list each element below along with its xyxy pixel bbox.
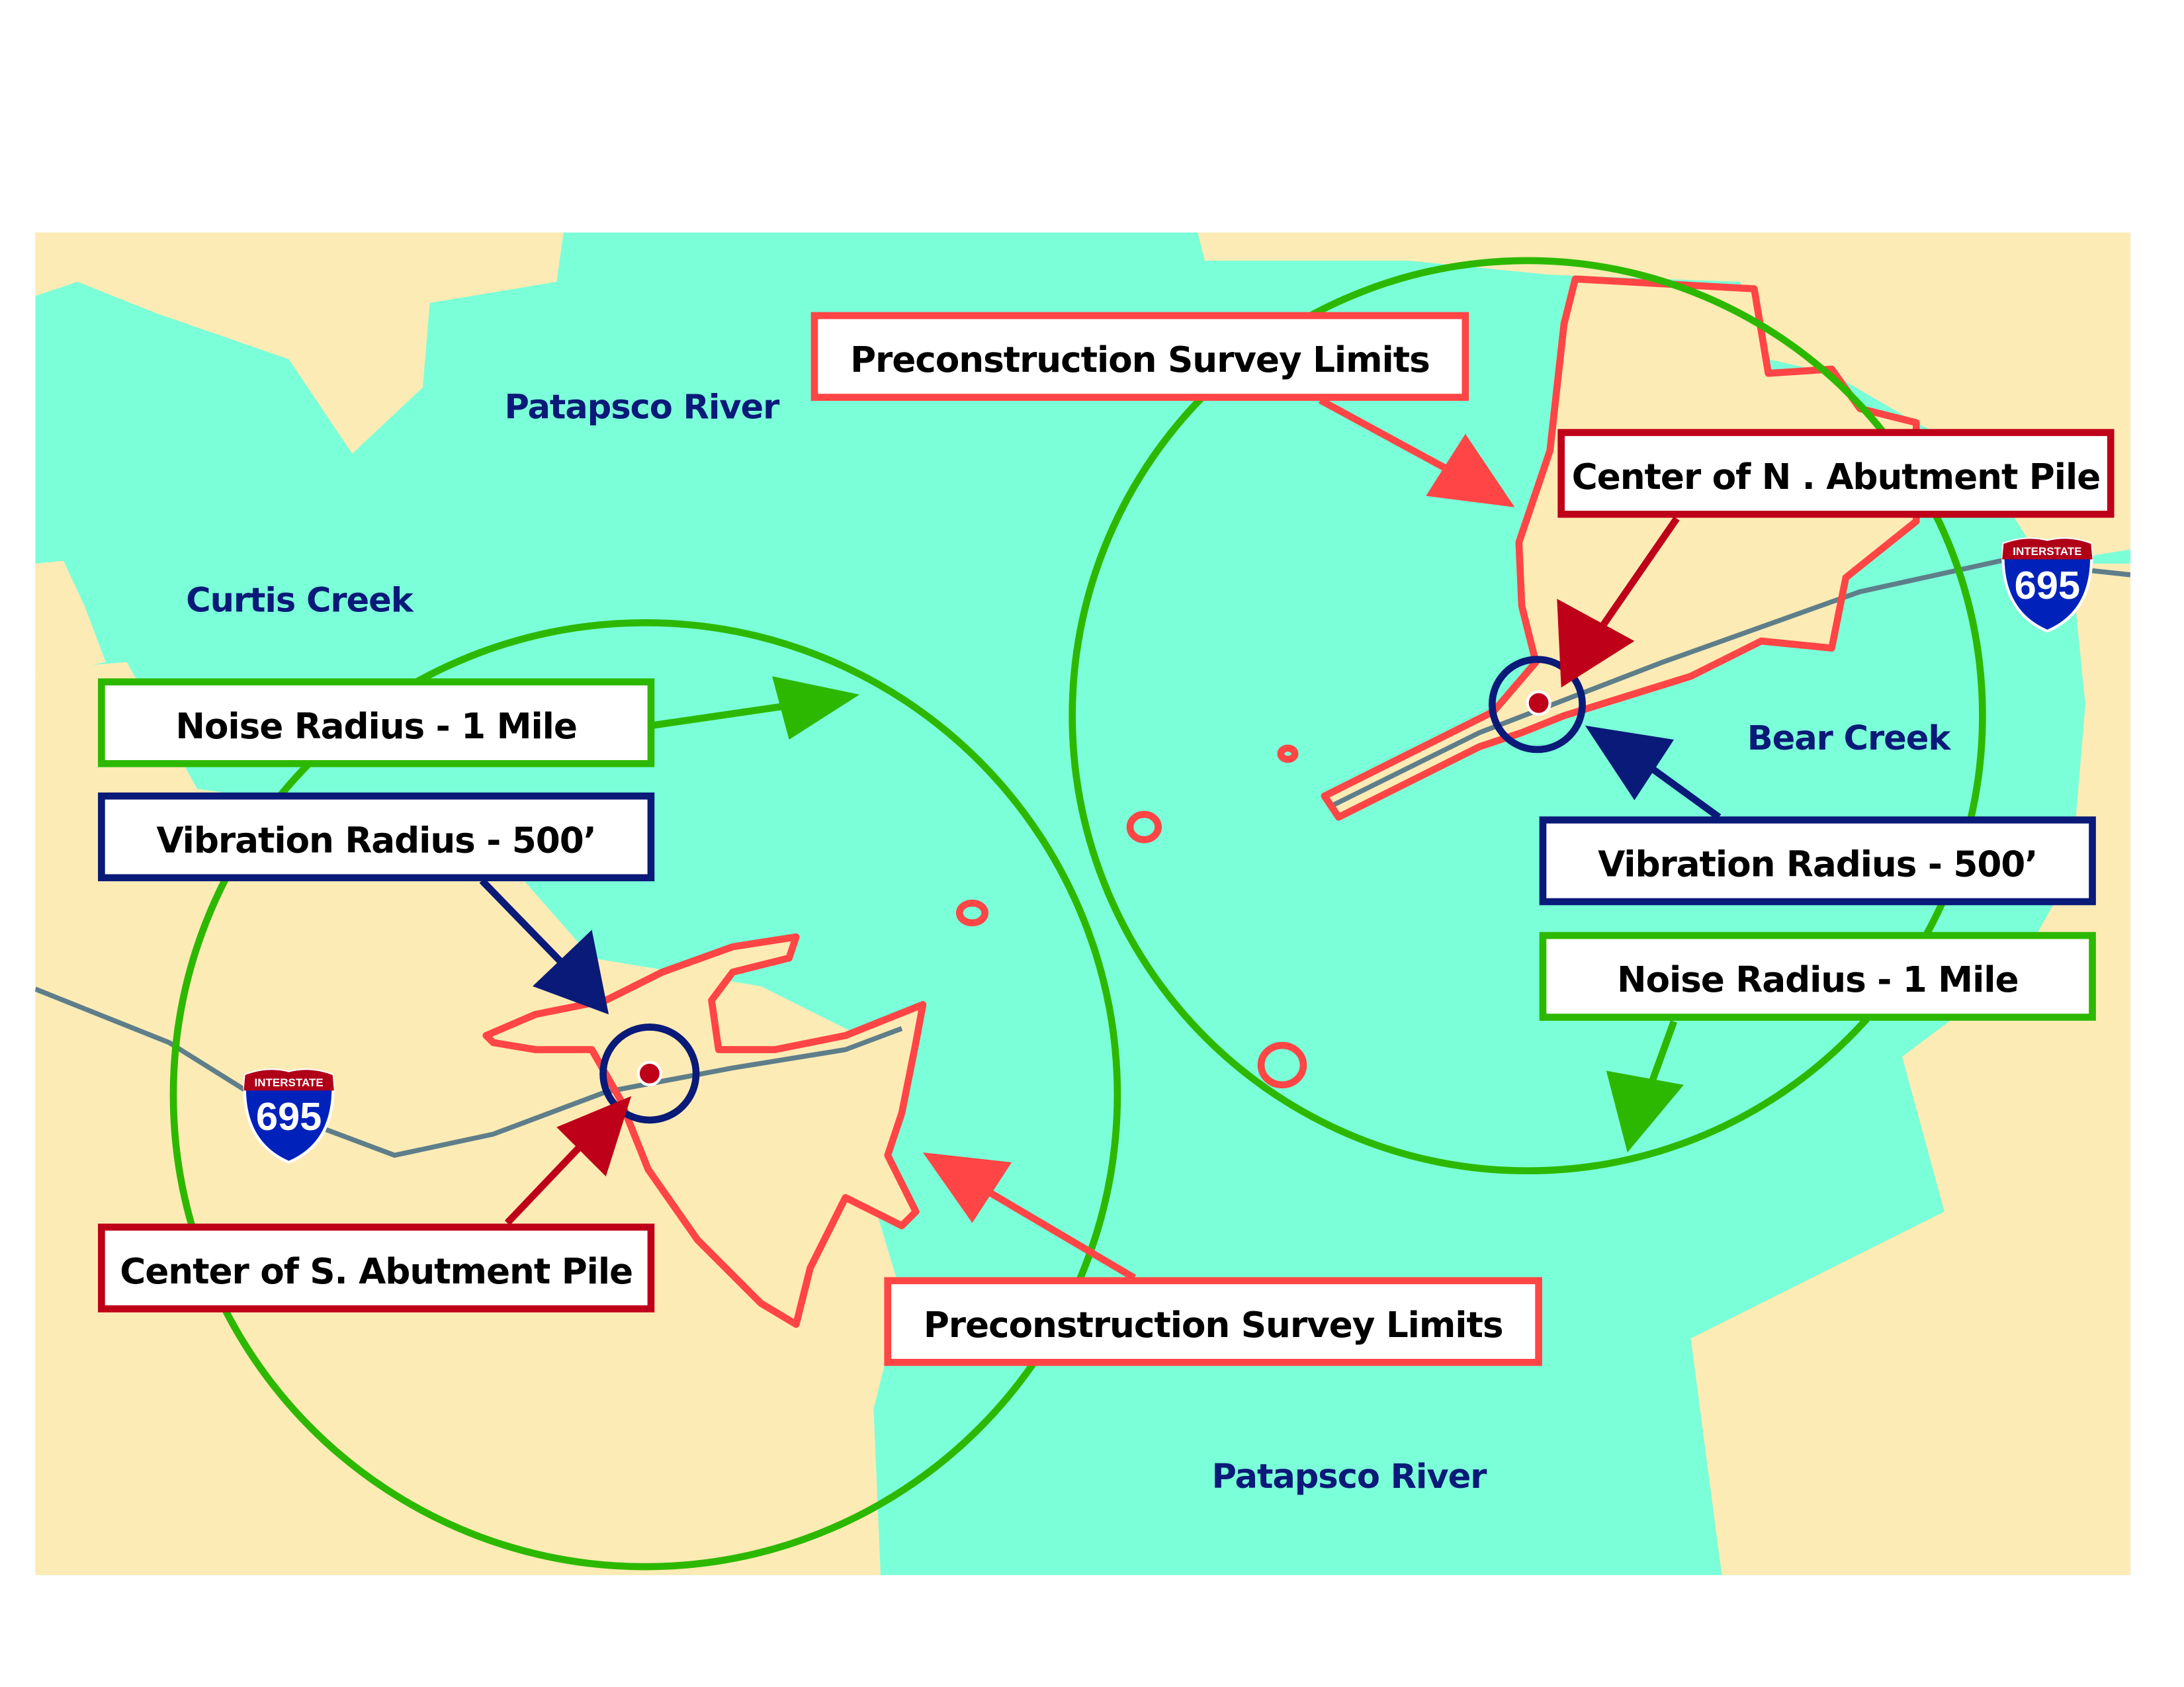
arrow-head	[922, 1152, 1012, 1223]
arrow-head	[1557, 599, 1635, 688]
callout-text: Preconstruction Survey Limits	[850, 339, 1430, 380]
land-north-peninsula	[1324, 279, 1917, 818]
land-top-left	[35, 232, 564, 454]
place-label-patapsco-north: Patapsco River	[504, 388, 780, 427]
callout-text: Vibration Radius - 500’	[156, 820, 595, 861]
arrow-head	[1426, 433, 1515, 507]
north-vibration-callout: Vibration Radius - 500’	[1539, 816, 2096, 906]
interstate-shield-north: INTERSTATE 695	[2001, 537, 2093, 633]
interstate-shield-south: INTERSTATE 695	[243, 1068, 335, 1164]
pile-center-north	[1526, 690, 1551, 716]
land-right	[1690, 563, 2131, 1575]
callout-text: Preconstruction Survey Limits	[924, 1305, 1503, 1346]
shield-label: INTERSTATE	[2013, 545, 2081, 558]
arrows	[479, 397, 1722, 1281]
survey-island	[1277, 744, 1299, 763]
south-survey-callout: Preconstruction Survey Limits	[884, 1277, 1542, 1366]
south-noise-callout: Noise Radius - 1 Mile	[98, 678, 655, 767]
shield-number: 695	[2015, 563, 2080, 607]
vibration-radius-south	[599, 1023, 700, 1124]
shield-label: INTERSTATE	[254, 1076, 323, 1089]
callout-text: Noise Radius - 1 Mile	[175, 706, 577, 747]
noise-radius-north	[1069, 257, 1986, 1175]
arrow-head	[533, 930, 609, 1015]
noise-radius-south	[169, 619, 1121, 1571]
shield-number: 695	[256, 1094, 322, 1139]
north-center-callout: Center of N . Abutment Pile	[1557, 429, 2115, 518]
place-label-bear-creek: Bear Creek	[1747, 719, 1952, 758]
callout-text: Vibration Radius - 500’	[1598, 844, 2037, 885]
place-label-patapsco-south: Patapsco River	[1212, 1457, 1488, 1496]
vibration-radius-north	[1488, 656, 1586, 754]
callout-text: Center of S. Abutment Pile	[120, 1251, 633, 1292]
survey-island	[1126, 810, 1162, 844]
place-label-curtis-creek: Curtis Creek	[186, 581, 414, 620]
survey-limit-south	[482, 933, 927, 1328]
land-south-peninsula	[486, 937, 923, 1324]
land-left-small	[35, 560, 106, 677]
land-bottom-left	[35, 662, 919, 1575]
north-noise-callout: Noise Radius - 1 Mile	[1539, 931, 2096, 1021]
land-areas	[35, 232, 2131, 1575]
arrow-head	[1585, 725, 1675, 800]
interstate-695-road-south	[35, 986, 903, 1158]
pile-center-south	[636, 1060, 662, 1086]
callout-text: Center of N . Abutment Pile	[1572, 456, 2101, 497]
arrow-head	[1606, 1070, 1684, 1153]
arrow-head	[772, 676, 860, 740]
south-vibration-callout: Vibration Radius - 500’	[98, 792, 655, 882]
land-top-right	[1198, 232, 2131, 564]
callout-boxes: Noise Radius - 1 Mile Vibration Radius -…	[98, 312, 2115, 1366]
arrow-head	[556, 1096, 632, 1177]
callout-text: Noise Radius - 1 Mile	[1617, 959, 2018, 1000]
survey-island	[1257, 1041, 1307, 1089]
north-survey-callout: Preconstruction Survey Limits	[810, 312, 1469, 401]
south-center-callout: Center of S. Abutment Pile	[98, 1223, 655, 1313]
survey-island	[955, 899, 988, 927]
